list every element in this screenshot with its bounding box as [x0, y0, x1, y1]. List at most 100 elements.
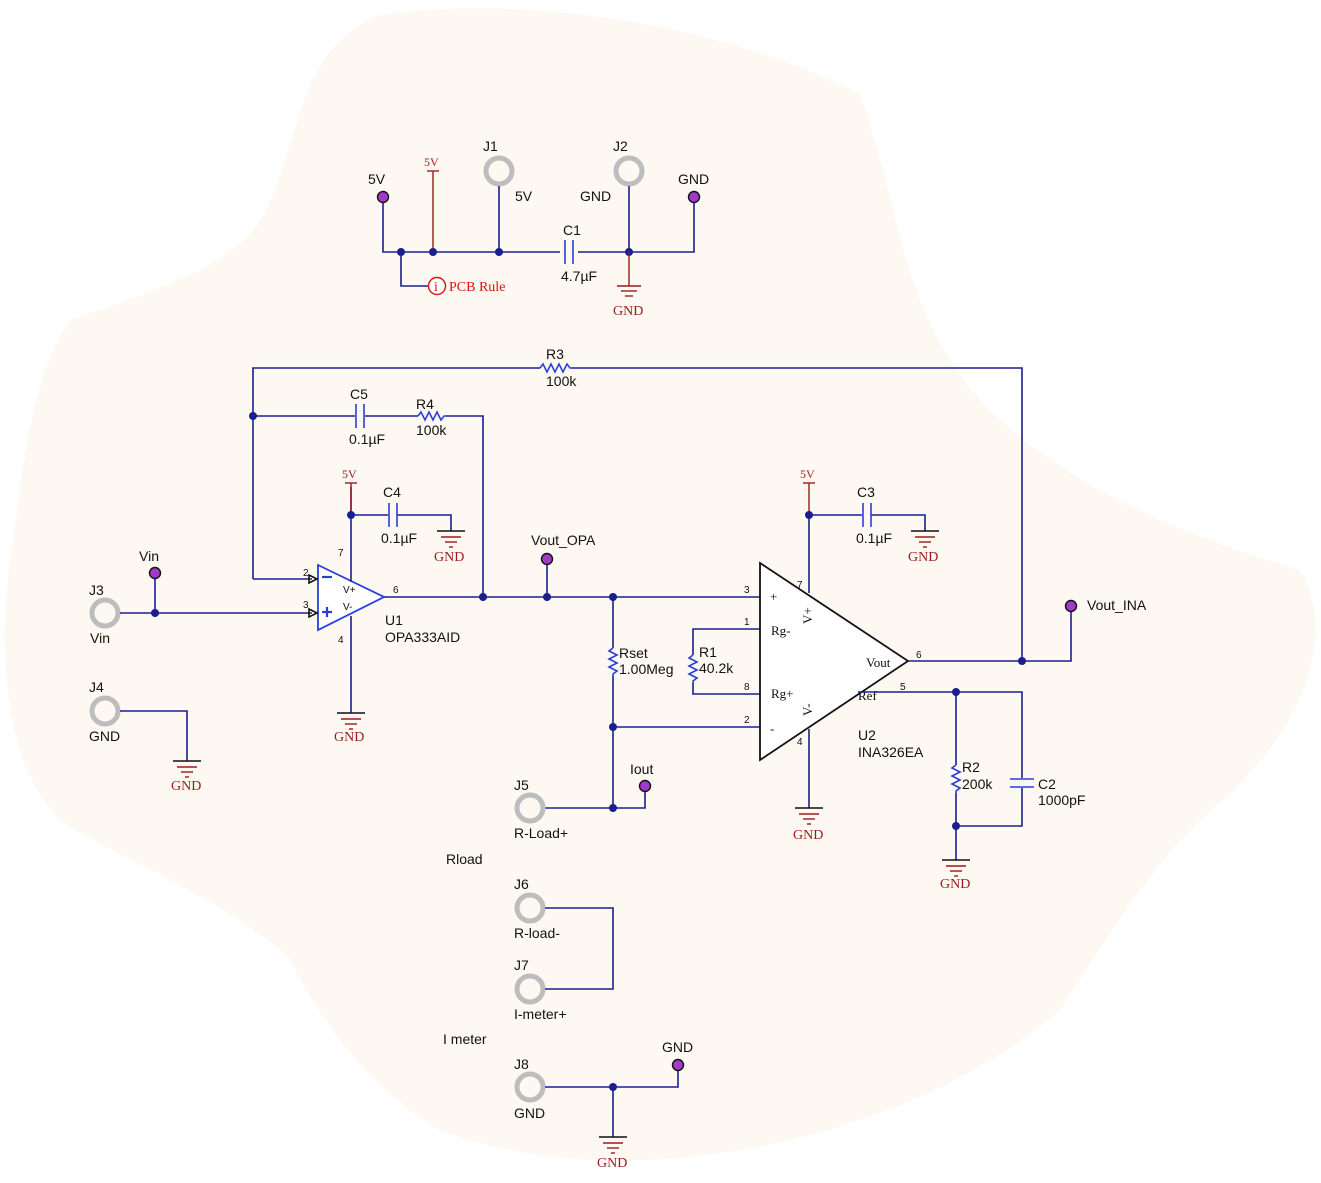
svg-text:GND: GND — [434, 550, 464, 565]
tp-gnd-bottom-label: GND — [662, 1039, 693, 1055]
svg-text:8: 8 — [744, 682, 750, 693]
ground-symbol-c3: GND — [908, 530, 939, 565]
pwr-5v-label: 5V — [424, 155, 439, 169]
capacitor-c1[interactable] — [564, 240, 574, 264]
svg-text:5V: 5V — [800, 467, 815, 481]
r1-ref: R1 — [699, 644, 717, 660]
resistor-r3[interactable] — [539, 362, 572, 374]
svg-text:GND: GND — [940, 877, 970, 892]
j4-ref: J4 — [89, 679, 104, 695]
vout-ina-label: Vout_INA — [1087, 597, 1147, 613]
ground-symbol-u2: GND — [793, 807, 823, 843]
r1-value: 40.2k — [699, 660, 734, 676]
c4-ref: C4 — [383, 484, 401, 500]
rset-ref: Rset — [619, 645, 648, 661]
u2-vminus: V- — [800, 703, 815, 716]
connector-j5[interactable] — [514, 792, 546, 824]
connector-j4[interactable] — [89, 695, 121, 727]
svg-text:3: 3 — [303, 600, 309, 611]
c5-ref: C5 — [350, 386, 368, 402]
c3-ref: C3 — [857, 484, 875, 500]
resistor-rset[interactable] — [607, 647, 619, 676]
u1-vplus: V+ — [343, 585, 356, 596]
svg-text:GND: GND — [334, 730, 364, 745]
c4-value: 0.1µF — [381, 530, 417, 546]
capacitor-c5[interactable] — [355, 404, 365, 428]
j2-net: GND — [580, 188, 611, 204]
j3-net: Vin — [90, 630, 110, 646]
svg-text:2: 2 — [303, 568, 309, 579]
vout-opa-label: Vout_OPA — [531, 532, 596, 548]
j4-net: GND — [89, 728, 120, 744]
capacitor-c2[interactable] — [1010, 778, 1034, 788]
connector-j1[interactable] — [483, 155, 515, 187]
connector-j2[interactable] — [613, 155, 645, 187]
u1-ref: U1 — [385, 612, 403, 628]
svg-text:5: 5 — [900, 682, 906, 693]
test-point-vout-ina[interactable] — [1064, 599, 1078, 613]
r2-ref: R2 — [962, 759, 980, 775]
c1-value: 4.7µF — [561, 268, 597, 284]
c2-value: 1000pF — [1038, 792, 1085, 808]
c1-ref: C1 — [563, 222, 581, 238]
pcb-rule-label: PCB Rule — [449, 280, 505, 295]
u1-vminus: V- — [343, 602, 352, 613]
svg-text:2: 2 — [744, 715, 750, 726]
svg-text:7: 7 — [338, 548, 344, 559]
r4-ref: R4 — [416, 396, 434, 412]
test-point-vout-opa[interactable] — [540, 552, 554, 566]
capacitor-c4[interactable] — [388, 503, 398, 527]
u2-rgminus: Rg- — [771, 623, 791, 638]
j1-net: 5V — [515, 188, 533, 204]
j1-ref: J1 — [483, 138, 498, 154]
test-point-5v[interactable] — [376, 190, 390, 204]
c5-value: 0.1µF — [349, 431, 385, 447]
resistor-r2[interactable] — [950, 764, 962, 793]
svg-text:1: 1 — [744, 617, 750, 628]
test-point-iout[interactable] — [638, 779, 652, 793]
connector-j7[interactable] — [514, 973, 546, 1005]
u2-rgplus: Rg+ — [771, 686, 794, 701]
info-icon: i — [434, 280, 438, 295]
svg-text:6: 6 — [393, 585, 399, 596]
u2-vout: Vout — [866, 655, 891, 670]
r3-ref: R3 — [546, 346, 564, 362]
capacitor-c3[interactable] — [862, 503, 872, 527]
connector-j6[interactable] — [514, 892, 546, 924]
svg-text:GND: GND — [793, 828, 823, 843]
svg-text:3: 3 — [744, 585, 750, 596]
resistor-r1[interactable] — [687, 654, 699, 683]
test-point-gnd-bottom[interactable] — [671, 1058, 685, 1072]
r4-value: 100k — [416, 422, 447, 438]
ground-symbol-c4: GND — [434, 530, 465, 565]
test-point-vin[interactable] — [148, 566, 162, 580]
u2-vplus: V+ — [800, 607, 815, 624]
svg-text:GND: GND — [597, 1156, 627, 1171]
j2-ref: J2 — [613, 138, 628, 154]
svg-text:4: 4 — [338, 635, 344, 646]
svg-text:7: 7 — [797, 580, 803, 591]
pcb-rule-marker[interactable]: i PCB Rule — [427, 276, 506, 296]
j8-ref: J8 — [514, 1056, 529, 1072]
connector-j3[interactable] — [89, 597, 121, 629]
test-point-gnd-top[interactable] — [687, 190, 701, 204]
j8-net: GND — [514, 1105, 545, 1121]
r3-value: 100k — [546, 373, 577, 389]
u2-ref-pin: Ref — [858, 688, 877, 703]
u2-plus: + — [770, 589, 777, 604]
u2-minus: - — [770, 721, 774, 736]
tp-gnd-top-label: GND — [678, 171, 709, 187]
connector-j8[interactable] — [514, 1071, 546, 1103]
c3-value: 0.1µF — [856, 530, 892, 546]
u1-part: OPA333AID — [385, 629, 460, 645]
imeter-label: I meter — [443, 1031, 487, 1047]
j7-ref: J7 — [514, 957, 529, 973]
power-symbol-5v-u1: 5V — [342, 467, 357, 515]
resistor-r4[interactable] — [417, 410, 446, 422]
u2-ref: U2 — [858, 727, 876, 743]
c2-ref: C2 — [1038, 776, 1056, 792]
svg-text:GND: GND — [171, 779, 201, 794]
svg-text:4: 4 — [797, 737, 803, 748]
